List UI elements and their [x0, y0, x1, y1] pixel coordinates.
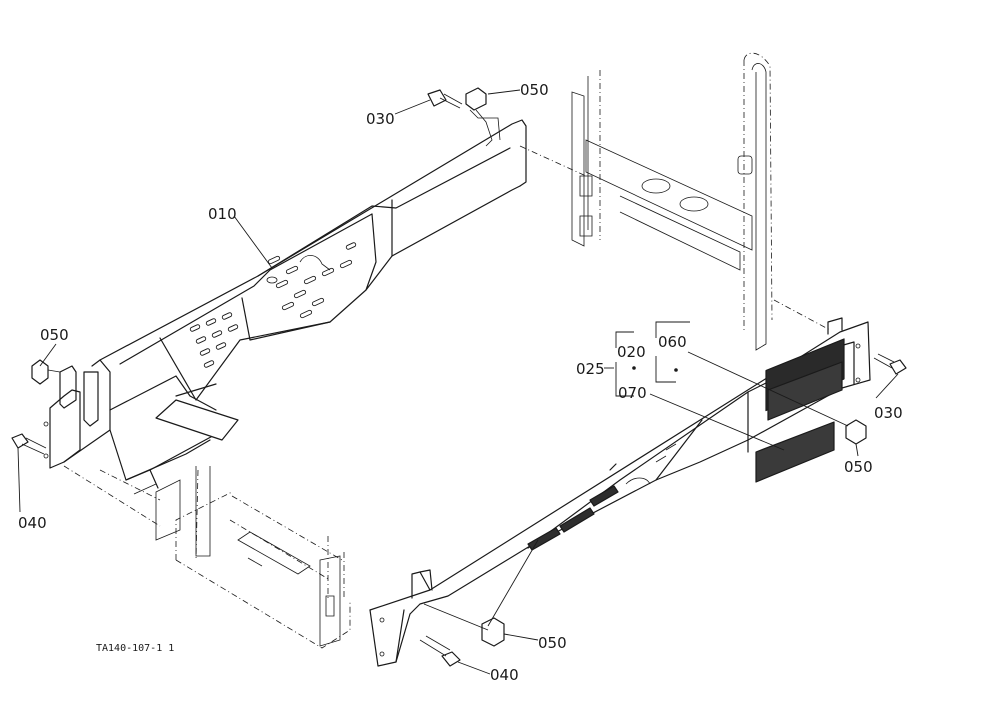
label-050-left: 050 [40, 326, 69, 344]
label-050-right: 050 [844, 458, 873, 476]
drawing-code: TA140-107-1 1 [96, 643, 174, 654]
bolt-030-top [427, 89, 463, 109]
bolt-030-right [873, 353, 907, 375]
right-member [369, 317, 871, 667]
lower-mount-plate [63, 465, 351, 649]
cab-frame [519, 52, 831, 351]
nut-050-bottom [481, 617, 505, 647]
leader-lines [17, 89, 899, 675]
fasteners [11, 87, 907, 667]
label-030-top: 030 [366, 110, 395, 128]
label-060: 060 [658, 333, 687, 351]
label-050-bottom: 050 [538, 634, 567, 652]
label-050-top: 050 [520, 81, 549, 99]
bolt-040-bottom [419, 635, 461, 667]
label-040-bottom: 040 [490, 666, 519, 684]
label-030-right: 030 [874, 404, 903, 422]
nut-050-left [31, 359, 61, 385]
part-010-left-member [43, 119, 527, 489]
nut-050-right [845, 419, 867, 445]
part-010-slots [189, 242, 357, 368]
label-040-left: 040 [18, 514, 47, 532]
part-labels: 030 050 010 050 040 020 060 025 070 030 … [18, 81, 903, 684]
label-070: 070 [618, 384, 647, 402]
label-025: 025 [576, 360, 605, 378]
label-020: 020 [617, 343, 646, 361]
label-010: 010 [208, 205, 237, 223]
bolt-040-left [11, 433, 47, 455]
nut-050-top [465, 87, 501, 147]
